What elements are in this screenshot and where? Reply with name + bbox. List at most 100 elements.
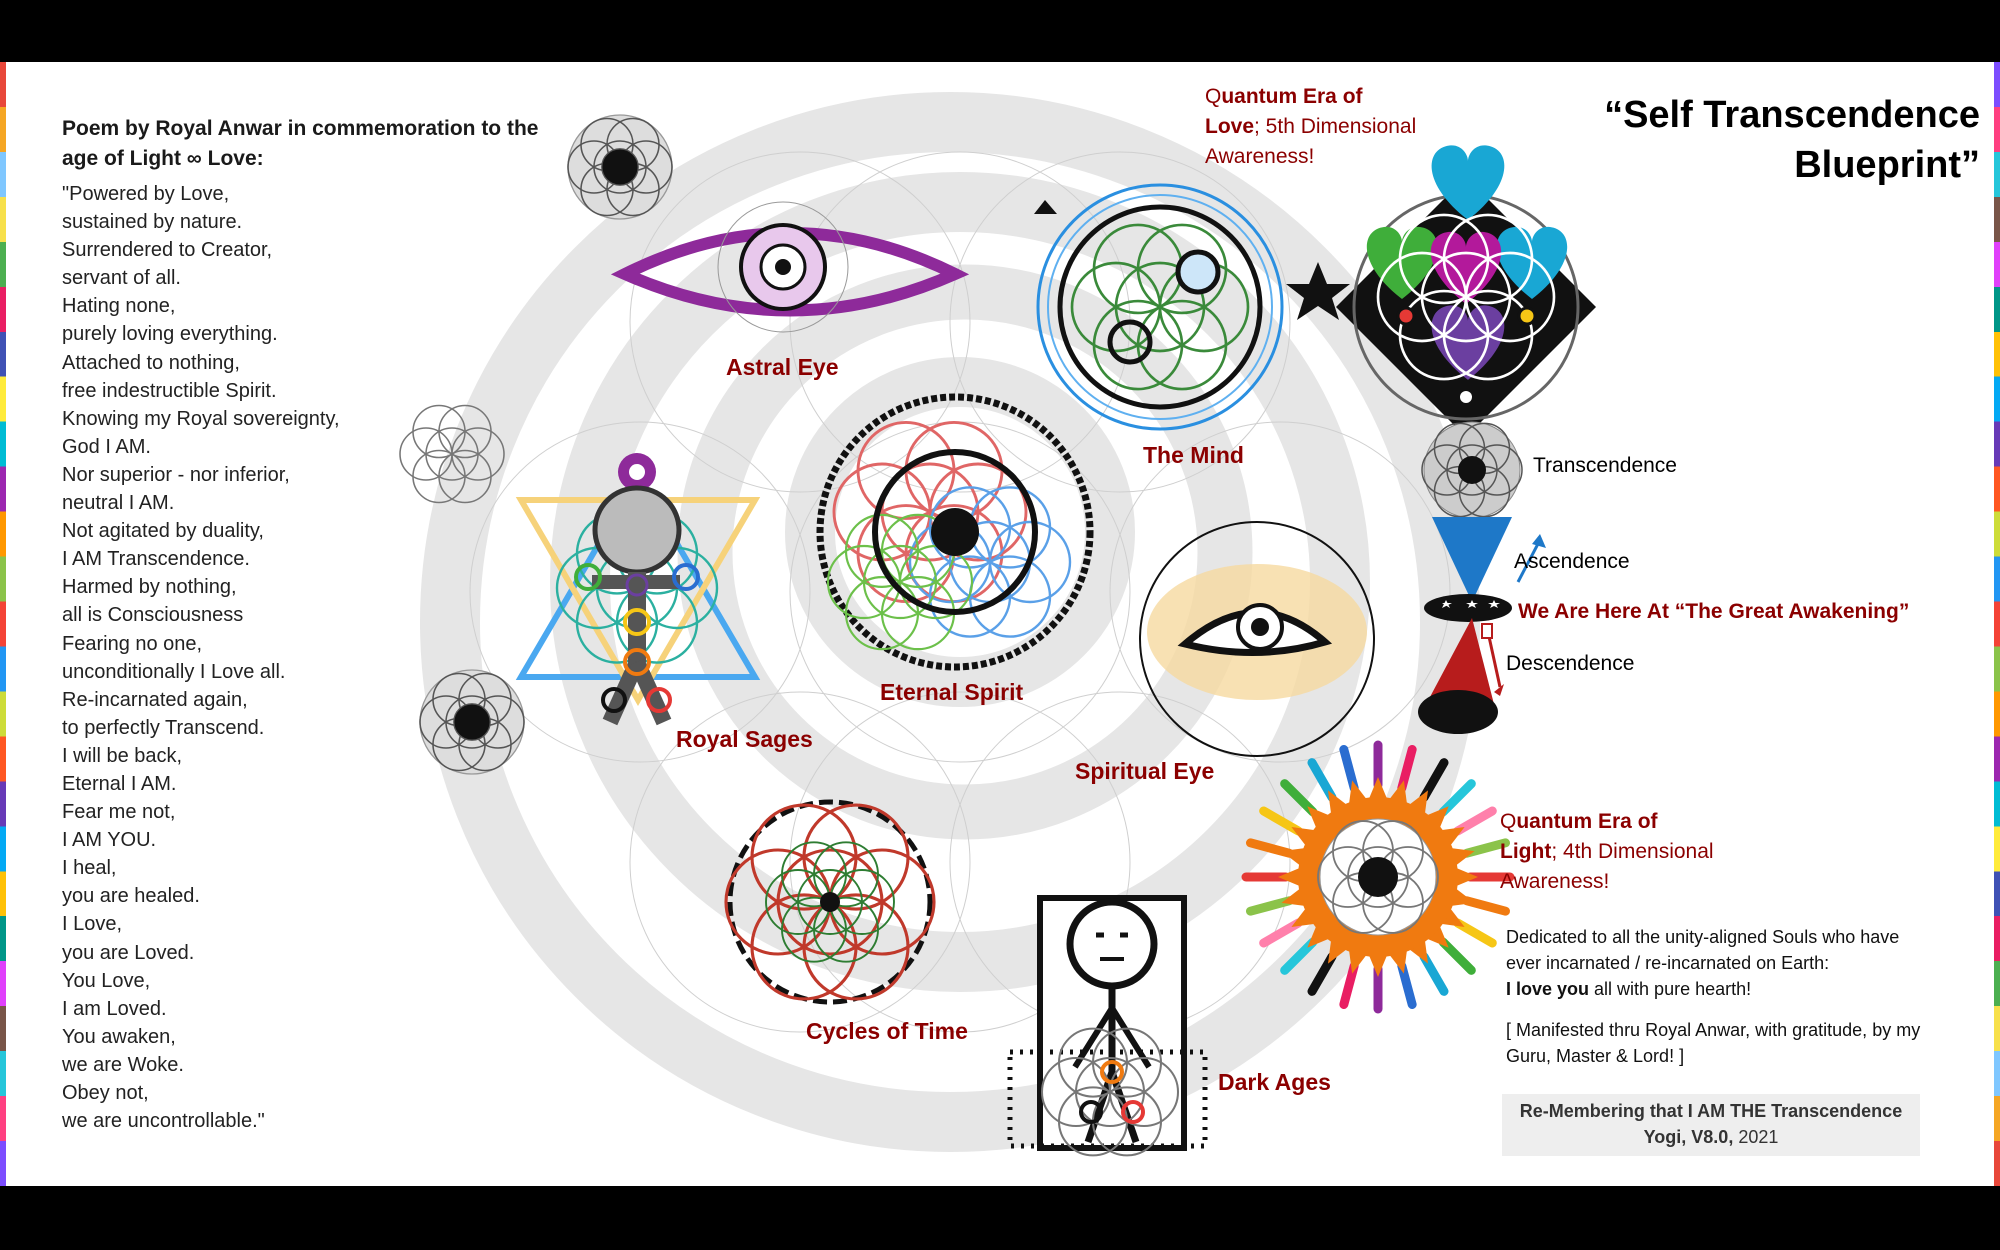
poem-line: purely loving everything. [62,323,278,346]
sun-spike [1368,777,1388,800]
poem-line: You Love, [62,969,151,992]
sun-spike [1408,790,1428,815]
sun-spike [1307,925,1330,948]
version-footer: Re-Membering that I AM THE Transcendence… [1502,1094,1920,1156]
dark-ages-icon [1007,895,1208,1157]
eternal-spirit-label: Eternal Spirit [880,679,1024,705]
poem-line: Nor superior - nor inferior, [62,463,290,486]
poem-line: Attached to nothing, [62,351,240,374]
poem-line: I will be back, [62,744,183,767]
poem-line: you are Loved. [62,941,195,964]
sun-spike [1408,939,1428,964]
astral-eye-label: Astral Eye [726,354,839,380]
spiritual-eye-icon [1139,521,1375,757]
slide: Poem by Royal Anwar in commemoration to … [0,62,2000,1186]
poem-line: Re-incarnated again, [62,688,248,711]
sun-spike [1368,954,1388,977]
poem-line: Fear me not, [62,801,176,824]
sun-icon [1241,740,1515,1014]
love-era-rest: ; 5th Dimensional [1254,115,1417,138]
poem-line: Fearing no one, [62,632,203,655]
left-color-strip [0,62,6,1186]
dedication-bold: I love you [1506,979,1590,999]
love-era-line3: Awareness! [1205,145,1315,168]
transcendence-label: Transcendence [1533,454,1677,477]
poem-line: to perfectly Transcend. [62,716,265,739]
sacred-geometry-grid [469,151,1451,1033]
poem-line: neutral I AM. [62,492,175,515]
page-title: “Self Transcendence Blueprint” [1604,90,1980,190]
poem-heading: Poem by Royal Anwar in commemoration to … [62,117,539,170]
ascension-column-icon [1418,421,1546,734]
poem-line: we are Woke. [62,1053,184,1076]
manifest-text: [ Manifested thru Royal Anwar, with grat… [1506,1020,1921,1066]
poem-line: "Powered by Love, [62,183,230,205]
poem-line: all is Consciousness [62,604,244,627]
cycles-of-time-label: Cycles of Time [806,1018,968,1044]
poem-line: Hating none, [62,295,176,318]
poem-line: God I AM. [62,435,151,458]
sun-rays [1241,740,1515,1014]
royal-sages-icon [515,453,761,726]
sun-spike [1455,867,1478,887]
flower-of-life-icon [567,114,673,220]
quantum-era-love-label: Quantum Era of Love; 5th Dimensional Awa… [1205,82,1465,172]
poem-line: I Love, [62,913,123,936]
poem-line: Not agitated by duality, [62,520,264,543]
royal-sages-label: Royal Sages [676,726,813,752]
sun-spike [1328,939,1348,964]
poem-line: servant of all. [62,267,181,290]
star-icon [1286,262,1350,320]
sun-spike [1440,827,1465,847]
spiritual-eye-label: Spiritual Eye [1075,758,1215,784]
poem-line: Harmed by nothing, [62,576,237,599]
poem-line: Obey not, [62,1082,149,1104]
astral-eye-icon [610,201,970,333]
poem-line: Surrendered to Creator, [62,239,273,262]
light-era-bold2: Light [1500,840,1552,863]
poem-line: free indestructible Spirit. [62,379,277,402]
title-line-2: Blueprint” [1794,144,1980,186]
eternal-spirit-icon [816,393,1094,671]
dark-ages-label: Dark Ages [1218,1069,1331,1095]
sun-spike [1291,827,1316,847]
poem-line: Eternal I AM. [62,772,177,795]
poem-line: I AM Transcendence. [62,548,250,571]
mind-icon [1036,183,1284,431]
heart-diamond-icon [1034,145,1596,437]
light-era-line3: Awareness! [1500,870,1610,893]
dedication-rest: all with pure hearth! [1589,979,1752,999]
light-era-q: Q [1500,810,1517,833]
poem-body: "Powered by Love, sustained by nature. Sur… [62,180,392,1135]
dedication-body: Dedicated to all the unity-aligned Souls… [1506,927,1900,973]
love-era-bold2: Love [1205,115,1255,138]
poem-line: I AM YOU. [62,829,157,852]
poem-line: we are uncontrollable." [62,1110,265,1133]
sun-spike [1291,907,1316,927]
cycles-of-time-icon [724,799,936,1005]
descendence-label: Descendence [1506,652,1635,675]
footer-bold: Re-Membering that I AM THE Transcendence… [1519,1101,1903,1147]
right-color-strip [1994,62,2000,1186]
poem-line: I am Loved. [62,997,167,1020]
poem-line: sustained by nature. [62,211,243,234]
footer-year: 2021 [1733,1127,1779,1147]
light-era-rest: ; 4th Dimensional [1551,840,1714,863]
sun-spike [1440,907,1465,927]
flower-of-life-icon [419,669,525,775]
sun-spike [1328,790,1348,815]
love-era-bold: uantum Era of [1221,85,1363,108]
sun-spike [1307,806,1330,829]
poem-line: You awaken, [62,1025,176,1048]
ascendence-label: Ascendence [1514,550,1630,573]
sun-spike [1426,925,1449,948]
light-era-bold: uantum Era of [1516,810,1658,833]
poem-line: unconditionally I Love all. [62,660,286,683]
poem-line: I heal, [62,857,117,880]
sun-spike [1278,867,1301,887]
poem-line: you are healed. [62,885,200,908]
title-line-1: “Self Transcendence [1604,94,1980,136]
blueprint-artwork [399,92,1596,1157]
sun-spike [1426,806,1449,829]
love-era-q: Q [1205,85,1222,108]
